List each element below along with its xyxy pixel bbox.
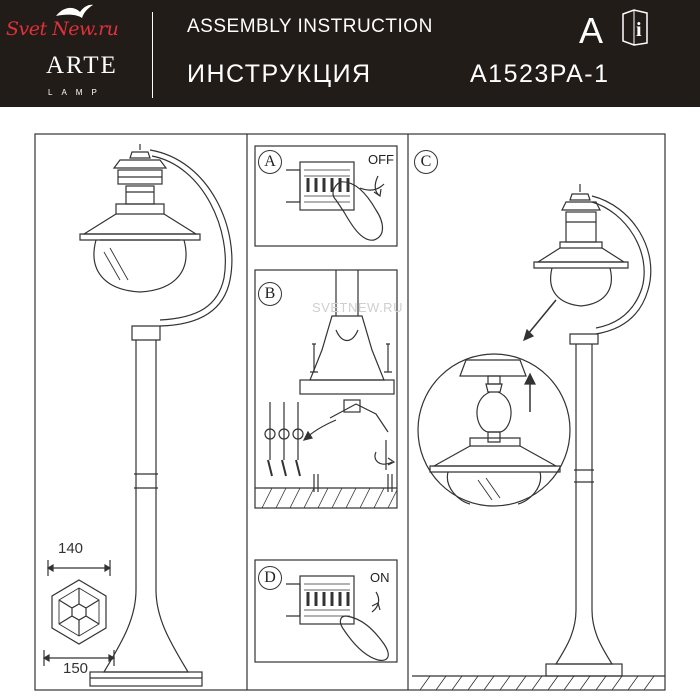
step-d-drawing <box>254 559 398 663</box>
step-d-switch-text: ON <box>370 570 390 585</box>
step-a-drawing <box>254 145 398 247</box>
title-russian: ИНСТРУКЦИЯ <box>187 60 372 88</box>
model-number: A1523PA-1 <box>470 60 610 88</box>
step-a-switch-text: OFF <box>368 152 394 167</box>
base-dimension-drawing <box>42 560 116 666</box>
watermark-text: SVETNEW.RU <box>312 300 403 315</box>
step-c-drawing <box>412 184 665 691</box>
language-letter: A <box>579 10 604 51</box>
step-b-drawing <box>254 269 398 509</box>
step-a-label: A <box>258 150 282 174</box>
step-b-label: B <box>258 282 282 306</box>
base-dimension: 150 <box>63 660 89 677</box>
svg-text:i: i <box>636 19 642 41</box>
bird-logo-icon <box>56 4 93 19</box>
brand-subtitle: LAMP <box>48 88 106 97</box>
header-divider <box>152 12 153 98</box>
brand-name: ARTE <box>46 52 118 79</box>
title-english: ASSEMBLY INSTRUCTION <box>187 16 433 37</box>
info-book-icon: i <box>622 9 648 46</box>
outer-frame <box>34 133 666 691</box>
step-c-label: C <box>414 150 438 174</box>
header-bar: Svet New.ru ARTE LAMP ASSEMBLY INSTRUCTI… <box>0 0 700 107</box>
lamp-post-drawing <box>79 144 233 687</box>
width-dimension: 140 <box>58 540 84 557</box>
logo-script-text: Svet New.ru <box>6 18 119 40</box>
step-d-label: D <box>258 566 282 590</box>
